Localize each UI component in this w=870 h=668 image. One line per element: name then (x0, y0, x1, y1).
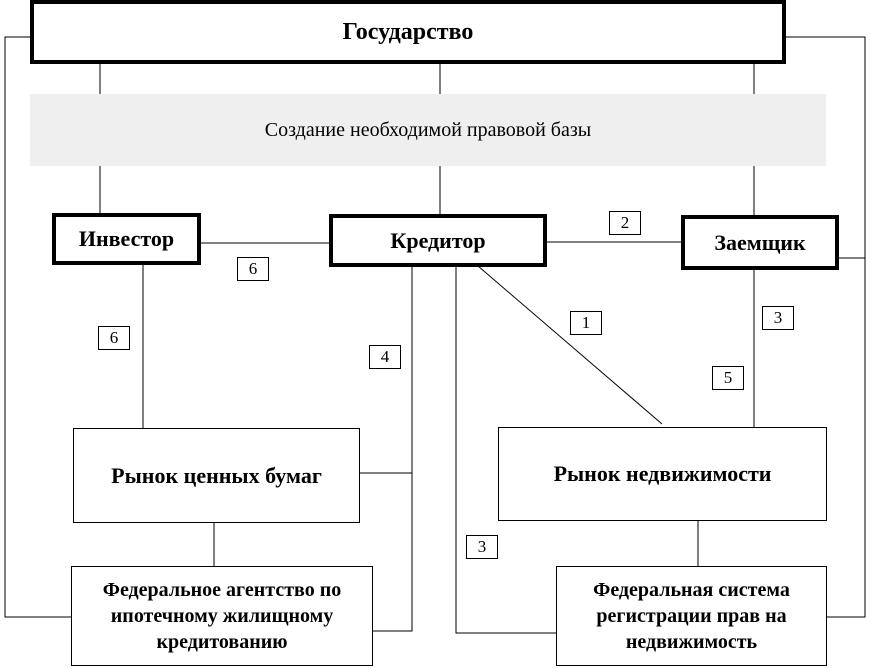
borrower-node: Заемщик (681, 215, 839, 270)
edge-label-creditor-registration: 3 (466, 535, 498, 559)
registration-system-node: Федеральная система регистрации прав на … (556, 566, 827, 666)
securities-market-node: Рынок ценных бумаг (73, 428, 360, 523)
edge-label-borrower-realestate: 5 (712, 366, 744, 390)
legal-base-band: Создание необходимой правовой базы (30, 94, 826, 166)
edge-label-creditor-realestate: 1 (570, 311, 602, 335)
edge-label-investor-creditor: 6 (237, 257, 269, 281)
edge-label-borrower-right: 3 (762, 306, 794, 330)
edge-label-investor-securities: 6 (98, 326, 130, 350)
state-node: Государство (30, 0, 786, 64)
edge-label-creditor-borrower: 2 (609, 211, 641, 235)
line-state-registration (786, 36, 866, 618)
line-creditor-realestate (477, 265, 663, 425)
line-state-agency (4, 36, 72, 618)
line-creditor-securities (372, 266, 413, 632)
creditor-node: Кредитор (329, 214, 547, 267)
investor-node: Инвестор (52, 213, 201, 265)
real-estate-market-node: Рынок недвижимости (498, 427, 827, 521)
edge-label-creditor-securities: 4 (369, 345, 401, 369)
agency-node: Федеральное агентство по ипотечному жили… (71, 566, 373, 666)
line-creditor-registration (455, 266, 557, 634)
